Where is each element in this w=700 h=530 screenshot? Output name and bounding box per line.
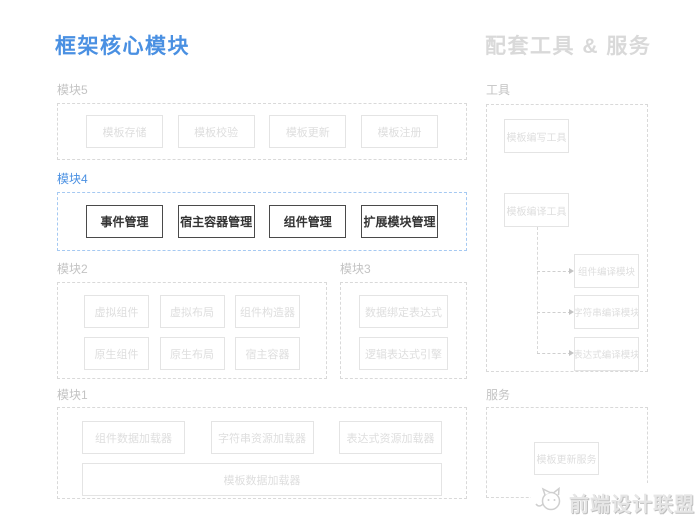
module5-box-template-storage: 模板存储 [86,115,163,148]
module2-box-component-builder: 组件构造器 [235,295,300,328]
module4-label: 模块4 [57,172,88,186]
module1-box-string-resource-loader: 字符串资源加载器 [210,421,314,454]
tools-box-component-compile-module: 组件编译模块 [574,254,639,288]
module3-box-logic-expr-engine: 逻辑表达式引擎 [359,337,448,370]
tools-label: 工具 [486,83,511,97]
module3-label: 模块3 [340,262,371,276]
module2-row1: 虚拟组件 虚拟布局 组件构造器 [84,295,300,328]
core-modules-column: 模块5 模板存储 模板校验 模板更新 模板注册 模块4 事件管理 宿主容器管理 … [57,84,467,499]
tools-services-column: 工具 模板编写工具 模板编译工具 组件编译模块 字符串编译模块 表达式编译模块 … [486,84,648,498]
module5-box-template-update: 模板更新 [269,115,347,148]
module2-box-host-container: 宿主容器 [235,337,300,370]
module3-section: 模块3 数据绑定表达式 逻辑表达式引擎 [340,263,467,379]
services-label: 服务 [486,388,511,402]
tools-box-template-authoring: 模板编写工具 [504,119,569,153]
core-modules-title: 框架核心模块 [55,35,190,58]
watermark: 前端设计联盟 [531,483,698,522]
module3-box-data-binding-expr: 数据绑定表达式 [359,295,448,328]
cat-face-icon [534,485,564,520]
module4-panel: 事件管理 宿主容器管理 组件管理 扩展模块管理 [57,192,467,251]
module4-box-component-mgmt: 组件管理 [269,205,347,238]
module2-box-virtual-layout: 虚拟布局 [159,295,225,328]
module5-label: 模块5 [57,83,88,97]
module5-box-template-register: 模板注册 [360,115,438,148]
module4-box-host-container-mgmt: 宿主容器管理 [177,205,255,238]
dashed-arrow-icon [537,268,574,274]
tools-services-title: 配套工具 & 服务 [485,35,652,58]
module2-box-virtual-component: 虚拟组件 [84,295,149,328]
module2-row2: 原生组件 原生布局 宿主容器 [84,337,300,370]
tools-box-expr-compile-module: 表达式编译模块 [574,337,639,371]
module1-row1: 组件数据加载器 字符串资源加载器 表达式资源加载器 [82,421,442,454]
module3-panel: 数据绑定表达式 逻辑表达式引擎 [340,282,467,379]
module2-label: 模块2 [57,262,88,276]
module4-box-event-mgmt: 事件管理 [86,205,163,238]
module5-box-template-validate: 模板校验 [177,115,255,148]
tools-box-template-compiler: 模板编译工具 [504,193,569,227]
tools-box-string-compile-module: 字符串编译模块 [574,295,639,329]
module1-label: 模块1 [57,388,88,402]
module1-box-template-data-loader: 模板数据加载器 [82,463,442,496]
module1-panel: 组件数据加载器 字符串资源加载器 表达式资源加载器 模板数据加载器 [57,407,467,499]
module2-section: 模块2 虚拟组件 虚拟布局 组件构造器 原生组件 原生布局 宿主容器 [57,263,327,379]
dashed-arrow-icon [537,350,574,356]
services-panel: 模板更新服务 [486,407,648,498]
module2-box-native-component: 原生组件 [84,337,149,370]
module4-box-extension-mgmt: 扩展模块管理 [360,205,438,238]
module1-box-expr-resource-loader: 表达式资源加载器 [339,421,442,454]
dashed-arrow-icon [537,309,574,315]
services-box-template-update-service: 模板更新服务 [534,442,599,475]
tools-panel: 模板编写工具 模板编译工具 组件编译模块 字符串编译模块 表达式编译模块 [486,104,648,372]
module5-panel: 模板存储 模板校验 模板更新 模板注册 [57,103,467,160]
watermark-text: 前端设计联盟 [569,494,695,516]
module2-module3-row: 模块2 虚拟组件 虚拟布局 组件构造器 原生组件 原生布局 宿主容器 模块3 [57,263,467,379]
module2-panel: 虚拟组件 虚拟布局 组件构造器 原生组件 原生布局 宿主容器 [57,282,327,379]
compiler-connector-line [537,227,538,354]
module2-box-native-layout: 原生布局 [159,337,225,370]
module1-box-component-data-loader: 组件数据加载器 [82,421,185,454]
